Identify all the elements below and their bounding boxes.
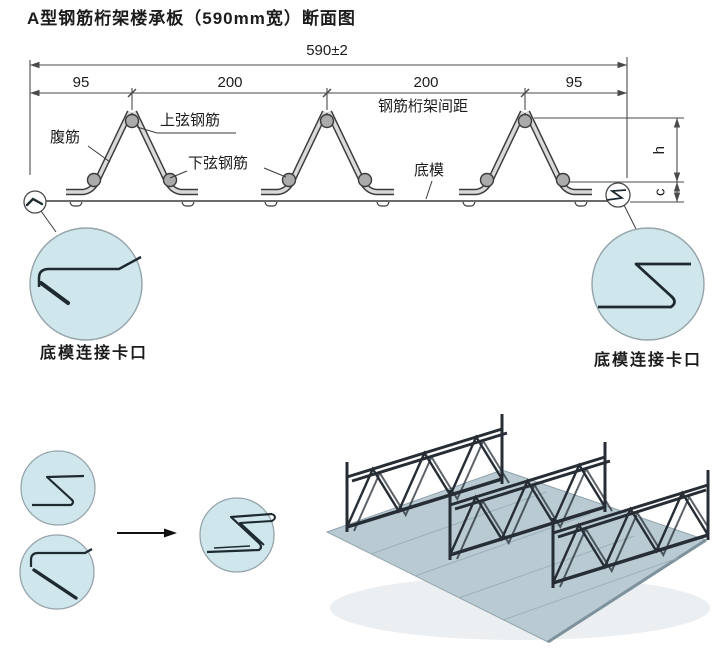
bottom-deck-label: 底模 xyxy=(414,162,445,179)
truss-sections xyxy=(66,110,592,196)
hook-clip-icon xyxy=(29,548,93,567)
callout-detail-right xyxy=(591,227,705,341)
truss-height-label: h xyxy=(650,146,668,155)
hook-clip-fold xyxy=(32,568,78,600)
truss-spacing-label: 钢筋桁架间距 xyxy=(378,98,469,115)
bottom-deck-sheet xyxy=(46,200,608,207)
truss-section xyxy=(459,110,592,196)
truss-deck-3d-illustration xyxy=(325,414,710,644)
interlocked-clip-icon xyxy=(206,512,276,554)
deck-lip-height-label: c xyxy=(651,188,669,197)
page-title: A型钢筋桁架楼承板（590mm宽）断面图 xyxy=(27,9,356,28)
dimension-arrows xyxy=(30,61,681,202)
segment-dim: 95 xyxy=(565,74,583,91)
segment-dim: 200 xyxy=(413,74,439,91)
s-clip-icon xyxy=(598,262,691,309)
s-clip-icon xyxy=(32,474,85,507)
segment-dim: 200 xyxy=(217,74,243,91)
small-detail-circles xyxy=(23,182,631,214)
arrow-right-icon xyxy=(117,528,177,538)
dimension-lines xyxy=(29,57,684,203)
truss-section xyxy=(66,110,198,196)
callout-label-left: 底模连接卡口 xyxy=(39,345,149,362)
web-rebar-label: 腹筋 xyxy=(50,129,81,146)
clip-assembly-diagram xyxy=(19,450,276,610)
segment-dim: 95 xyxy=(72,74,90,91)
overall-width-dim: 590±2 xyxy=(306,42,348,59)
truss-section xyxy=(261,110,394,196)
hook-clip-icon xyxy=(25,197,44,207)
top-chord-rebar-label: 上弦钢筋 xyxy=(160,112,221,129)
leader-lines xyxy=(40,126,638,233)
hook-clip-fold xyxy=(39,281,70,305)
s-clip-icon xyxy=(606,189,627,201)
bottom-chord-rebar-label: 下弦钢筋 xyxy=(188,155,249,172)
hook-clip-icon xyxy=(37,255,142,287)
callout-detail-left xyxy=(29,227,143,341)
callout-label-right: 底模连接卡口 xyxy=(593,352,703,369)
